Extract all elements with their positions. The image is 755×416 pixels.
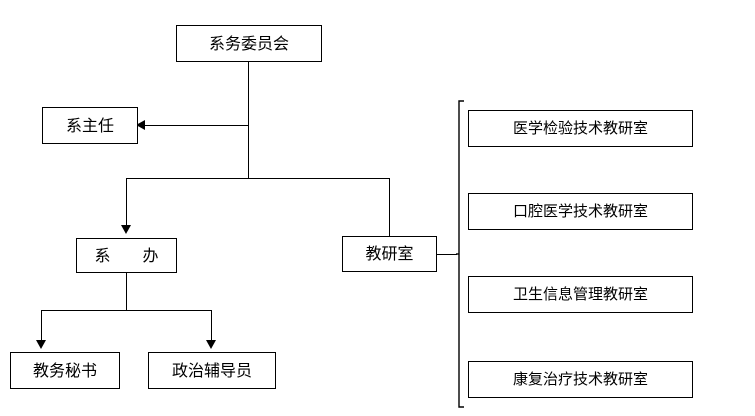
node-counselor-label: 政治辅导员 (171, 360, 252, 380)
arrow-to-secretary (36, 340, 46, 349)
connector-trunk-split (126, 178, 389, 179)
node-dept-dental: 口腔医学技术教研室 (468, 193, 693, 230)
node-secretary-label: 教务秘书 (32, 360, 97, 380)
node-director-label: 系主任 (65, 115, 114, 135)
connector-committee-trunk (248, 62, 249, 178)
connector-office-split (41, 310, 211, 311)
node-dept-rehab-label: 康复治疗技术教研室 (512, 370, 648, 388)
arrow-to-director (136, 120, 145, 130)
node-secretary: 教务秘书 (10, 352, 120, 389)
node-dept-medical-lab: 医学检验技术教研室 (468, 110, 693, 147)
node-committee: 系务委员会 (176, 25, 322, 62)
node-committee-label: 系务委员会 (208, 33, 289, 53)
connector-committee-to-director (142, 125, 248, 126)
node-director: 系主任 (42, 107, 138, 144)
brace-bracket (455, 100, 465, 408)
node-teaching-section: 教研室 (342, 236, 437, 272)
connector-to-office (126, 178, 127, 225)
connector-to-secretary (41, 310, 42, 340)
node-teaching-section-label: 教研室 (365, 244, 414, 263)
arrow-to-office (121, 225, 131, 234)
node-office-label: 系 办 (94, 245, 159, 265)
connector-to-teaching-section (389, 178, 390, 236)
arrow-to-counselor (206, 340, 216, 349)
node-dept-health-info: 卫生信息管理教研室 (468, 276, 693, 313)
node-dept-dental-label: 口腔医学技术教研室 (512, 202, 648, 220)
node-counselor: 政治辅导员 (148, 352, 276, 389)
node-dept-health-info-label: 卫生信息管理教研室 (512, 285, 648, 303)
node-office: 系 办 (76, 238, 177, 273)
node-dept-medical-lab-label: 医学检验技术教研室 (512, 119, 648, 137)
connector-to-counselor (211, 310, 212, 340)
connector-teaching-section-to-brace (437, 254, 457, 255)
brace-icon (456, 100, 464, 408)
connector-office-stem (126, 273, 127, 310)
node-dept-rehab: 康复治疗技术教研室 (468, 361, 693, 398)
